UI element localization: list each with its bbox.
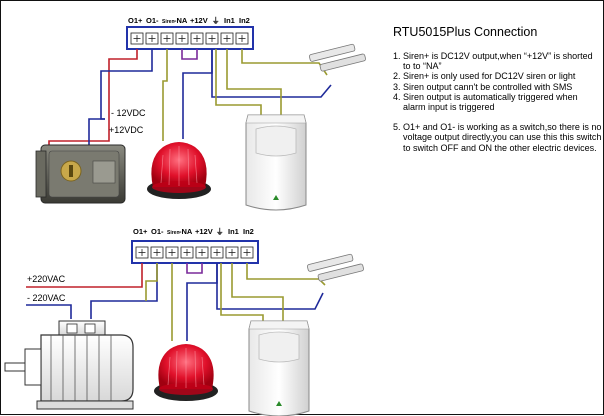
note-item-5: O1+ and O1- is working as a switch,so th… [403, 122, 602, 153]
term-in2-top: In2 [239, 16, 250, 25]
wire-gnd-siren-bottom [186, 263, 218, 341]
label-plus12vdc: +12VDC [109, 125, 144, 135]
term-gnd-bottom: ⏚ [216, 227, 224, 236]
wire-gnd-magnet-top [211, 49, 332, 98]
notes-panel: RTU5015Plus Connection Siren+ is DC12V o… [387, 25, 602, 153]
term-12v-top: +12V [190, 16, 208, 25]
note-item: Siren output cann't be controlled with S… [403, 82, 602, 92]
term-in1-bottom: In1 [228, 227, 239, 236]
label-plus220vac: +220VAC [27, 274, 66, 284]
wire-jumper-top [181, 49, 198, 60]
siren-light-icon [146, 141, 212, 200]
wire-gnd-siren-top [182, 49, 213, 139]
wire-o1plus-bottom [26, 263, 143, 288]
note-item: Siren+ is only used for DC12V siren or l… [403, 71, 602, 81]
magnetic-contact-icon [308, 41, 367, 74]
notes-list: Siren+ is DC12V output,when “+12V” is sh… [387, 51, 602, 112]
wire-siren-aux-bottom [145, 263, 158, 301]
term-o1minus-top: O1- [146, 16, 159, 25]
terminal-block-bottom [131, 240, 259, 264]
door-lock-icon [35, 144, 126, 204]
motor-icon [4, 320, 134, 410]
term-siren-bottom: Siren [167, 230, 180, 236]
term-o1minus-bottom: O1- [151, 227, 164, 236]
wire-o1plus-top [48, 49, 138, 159]
wire-in2-top [241, 49, 328, 76]
wire-in1-top [226, 49, 282, 119]
term-in2-bottom: In2 [243, 227, 254, 236]
wire-gnd-pir-bottom [220, 263, 264, 327]
bottom-diagram: O1+ O1- Siren -NA +12V ⏚ In1 In2 +220VAC… [4, 227, 365, 416]
term-12v-bottom: +12V [195, 227, 213, 236]
wire-siren-top [162, 49, 168, 141]
wire-in2-bottom [246, 263, 326, 286]
wire-220-minus [26, 304, 72, 319]
term-o1plus-bottom: O1+ [133, 227, 148, 236]
term-gnd-top: ⏚ [212, 16, 220, 25]
top-diagram: O1+ O1- Siren -NA +12V ⏚ In1 In2 - 12VDC… [35, 16, 367, 211]
wire-jumper-bottom [186, 263, 203, 274]
term-na-top: -NA [174, 16, 188, 25]
wire-o1minus-top-2 [49, 118, 105, 148]
term-siren-top: Siren [162, 19, 175, 25]
label-minus12vdc: - 12VDC [111, 108, 146, 118]
pir-sensor-icon-bottom [248, 320, 310, 416]
notes-list-2: O1+ and O1- is working as a switch,so th… [387, 122, 602, 153]
wire-gnd-magnet-bottom [216, 263, 324, 310]
term-o1plus-top: O1+ [128, 16, 143, 25]
label-minus220vac: - 220VAC [27, 293, 66, 303]
note-item: Siren+ is DC12V output,when “+12V” is sh… [403, 51, 602, 71]
term-na-bottom: -NA [179, 227, 193, 236]
wire-gnd-pir-top [215, 49, 262, 119]
pir-sensor-icon [245, 114, 307, 211]
note-item: Siren output is automatically triggered … [403, 92, 602, 112]
siren-light-icon-bottom [153, 343, 219, 402]
page-title: RTU5015Plus Connection [393, 25, 538, 39]
terminal-block-top [126, 26, 254, 50]
wire-in1-bottom [231, 263, 284, 327]
term-in1-top: In1 [224, 16, 235, 25]
wire-o1minus-bottom [90, 263, 158, 319]
